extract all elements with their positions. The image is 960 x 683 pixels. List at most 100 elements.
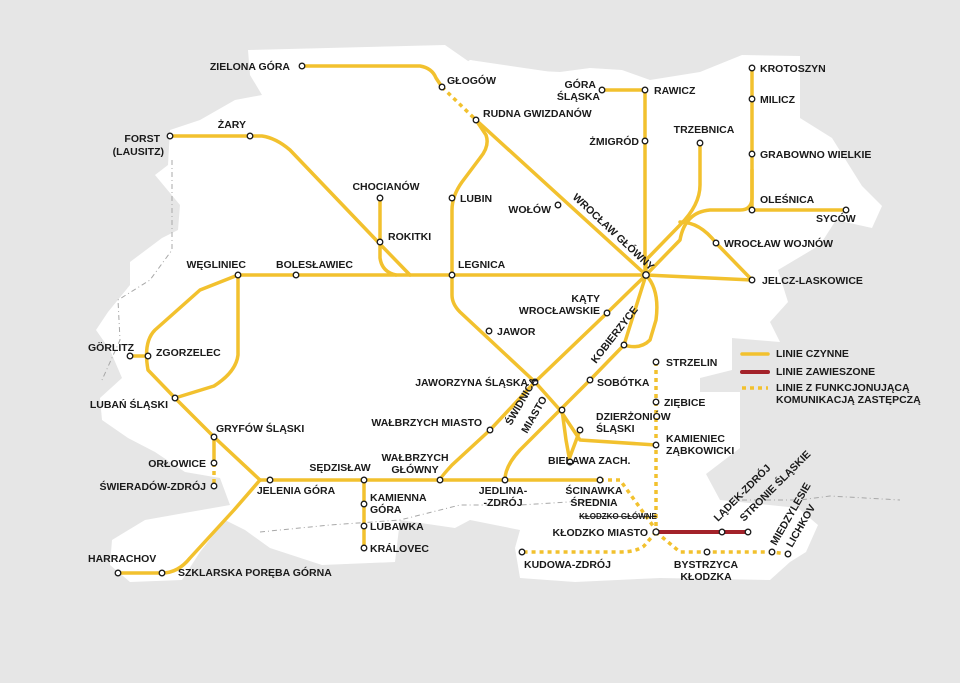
label-walbrzych-glowny-2: GŁÓWNY [391, 463, 438, 476]
label-ziebice: ZIĘBICE [664, 397, 705, 409]
dotted-klodzko-kudowa [522, 530, 658, 554]
station-orlowice [210, 459, 218, 467]
label-jelenia-gora: JELENIA GÓRA [257, 484, 336, 497]
station-lubawka [360, 522, 368, 530]
station-milicz [748, 95, 756, 103]
label-walbrzych-miasto: WAŁBRZYCH MIASTO [371, 417, 482, 429]
label-gora-slaska-2: ŚLĄSKA [557, 90, 601, 103]
station-katy [603, 309, 611, 317]
label-gorlitz: GÖRLITZ [88, 341, 135, 354]
region-central-block [250, 60, 640, 350]
station-weglinie [234, 271, 242, 279]
station-kralovec [360, 544, 368, 552]
line-legnica-jawor-jaworzyna [450, 273, 537, 384]
label-kralovec: KRÁLOVEC [370, 542, 429, 555]
legend-replacement-label-2: KOMUNIKACJĄ ZASTĘPCZĄ [776, 394, 921, 406]
station-jawor [485, 327, 493, 335]
label-harrachov: HARRACHOV [88, 553, 156, 565]
label-swieradow: ŚWIERADÓW-ZDRÓJ [99, 480, 206, 493]
label-kamieniec-2: ZĄBKOWICKI [666, 445, 734, 457]
label-dzierzoniow-1: DZIERŻONIÓW [596, 410, 671, 423]
station-gorlitz [126, 352, 134, 360]
label-kudowa: KUDOWA-ZDRÓJ [524, 558, 611, 571]
label-forst-1: FORST [124, 133, 160, 145]
label-sobotka: SOBÓTKA [597, 376, 650, 389]
line-weglinie-zgorzelec [173, 273, 240, 400]
station-rawicz [641, 86, 649, 94]
station-miedzylesie [768, 548, 776, 556]
station-wroclaw-wojnow [712, 239, 720, 247]
station-kamienna-gora [360, 500, 368, 508]
line-olesnica-wroclaw [644, 168, 754, 277]
station-strzelin [652, 358, 660, 366]
label-olesnica: OLEŚNICA [760, 193, 815, 206]
line-zielona-gora-glogow [300, 64, 444, 89]
label-strzelin: STRZELIN [666, 357, 717, 369]
label-forst-2: (LAUSITZ) [113, 146, 164, 158]
station-gora-slaska [598, 86, 606, 94]
label-zielona-gora: ZIELONA GÓRA [210, 60, 291, 73]
station-wroclaw-glowny [642, 271, 650, 279]
station-jaworzyna [531, 378, 539, 386]
region-bulge-left [300, 165, 400, 240]
label-gora-slaska-1: GÓRA [565, 78, 597, 91]
label-jedlina-2: -ZDRÓJ [483, 496, 522, 509]
label-gryfow: GRYFÓW ŚLĄSKI [216, 422, 304, 435]
line-wroclaw-kobierzyce-sobotka [503, 273, 659, 482]
station-zielona-gora [298, 62, 306, 70]
station-krotoszyn [748, 64, 756, 72]
station-sedzislaw [360, 476, 368, 484]
dotted-klodzko-miedzylesie [654, 530, 789, 556]
label-dzierzoniow-2: ŚLĄSKI [596, 422, 635, 435]
station-olesnica [748, 206, 756, 214]
legend-active-label: LINIE CZYNNE [776, 348, 849, 360]
replacement-lines [212, 85, 789, 556]
label-kamieniec-1: KAMIENIEC [666, 433, 725, 445]
station-zmigrod [641, 137, 649, 145]
label-scinawka-1: ŚCINAWKA [565, 484, 623, 497]
label-rawicz: RAWICZ [654, 85, 696, 97]
label-jedlina-1: JEDLINA- [479, 485, 528, 497]
line-swidnica-bielawa [560, 408, 572, 464]
station-lichkov [784, 550, 792, 558]
line-wroclaw-jelcz [644, 273, 754, 282]
station-klodzko-miasto [652, 528, 660, 536]
station-bystrzyca [703, 548, 711, 556]
label-trzebnica: TRZEBNICA [674, 124, 735, 136]
label-orlowice: ORŁOWICE [148, 458, 206, 470]
label-zary: ŻARY [218, 118, 246, 131]
line-trzebnica-wroclaw [644, 141, 702, 277]
line-jelenia-szklarska [160, 478, 262, 575]
label-luban: LUBAŃ ŚLĄSKI [90, 398, 168, 411]
label-walbrzych-glowny-1: WAŁBRZYCH [381, 452, 448, 464]
label-klodzko-glowne: KŁODZKO GŁÓWNE [579, 512, 657, 521]
station-luban [171, 394, 179, 402]
legend-replacement-label-1: LINIE Z FUNKCJONUJĄCĄ [776, 382, 910, 394]
line-zary-legnica [248, 134, 412, 277]
station-sycow [842, 206, 850, 214]
label-kamienna-gora-2: GÓRA [370, 503, 402, 516]
station-kamieniec [652, 441, 660, 449]
label-rudna: RUDNA GWIZDANÓW [483, 107, 592, 120]
border-south [259, 499, 601, 533]
station-legnica [448, 271, 456, 279]
label-katy-1: KĄTY [571, 293, 600, 305]
dotted-scinawka-klodzko [600, 478, 658, 532]
station-walbrzych-glowny [436, 476, 444, 484]
station-rudna [472, 116, 480, 124]
line-rudna-wroclaw [474, 118, 648, 277]
station-swieradow [210, 482, 218, 490]
station-trzebnica [696, 139, 704, 147]
label-rokitki: ROKITKI [388, 231, 431, 243]
label-bielawa: BIELAWA ZACH. [548, 455, 631, 467]
label-chocianow: CHOCIANÓW [352, 180, 419, 193]
label-lubawka: LUBAWKA [370, 521, 424, 533]
label-glogow: GŁOGÓW [447, 74, 496, 87]
label-jawor: JAWOR [497, 326, 536, 338]
station-ziebice [652, 398, 660, 406]
station-kobierzyce [620, 341, 628, 349]
station-jelenia-gora [266, 476, 274, 484]
station-grabowno [748, 150, 756, 158]
border-west [101, 160, 173, 381]
